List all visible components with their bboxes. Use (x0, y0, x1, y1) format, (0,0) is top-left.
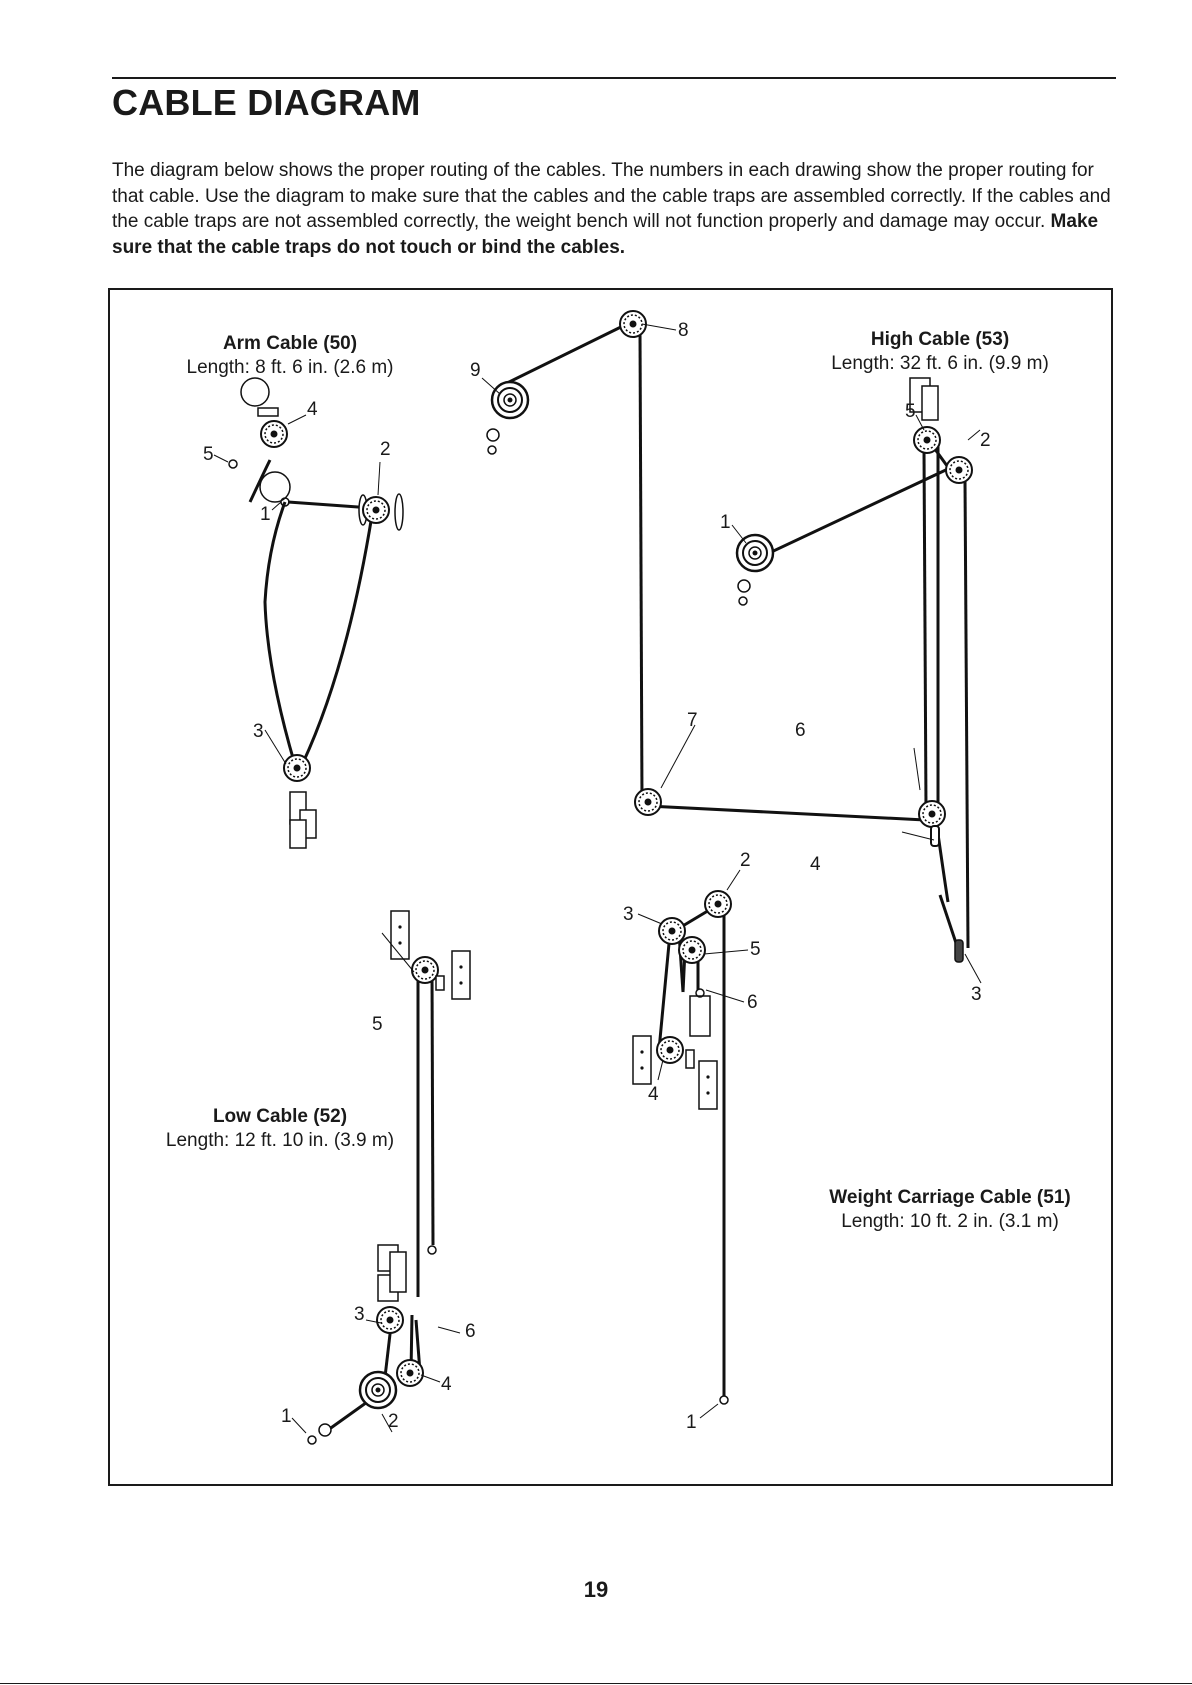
arm-label-2: 2 (380, 439, 391, 460)
high-cable-drawing: 9 8 5 2 1 7 6 4 3 (470, 310, 991, 1005)
arm-cable-title: Arm Cable (50) (222, 333, 358, 354)
carriage-label-3: 3 (623, 904, 634, 925)
carriage-label-4: 4 (648, 1084, 659, 1105)
arm-label-1: 1 (260, 504, 271, 525)
low-cable-drawing: 5 3 6 4 1 2 (281, 910, 476, 1445)
low-label-2: 2 (388, 1411, 399, 1432)
carriage-label-6: 6 (747, 992, 758, 1013)
arm-cable-drawing: 5 1 4 2 3 (203, 377, 404, 849)
low-label-5: 5 (372, 1014, 383, 1035)
high-label-1: 1 (720, 512, 731, 533)
intro-text: The diagram below shows the proper routi… (112, 160, 1111, 232)
high-label-5: 5 (905, 401, 916, 422)
high-label-4: 4 (810, 854, 821, 875)
arm-label-5: 5 (203, 444, 214, 465)
high-label-8: 8 (678, 320, 689, 341)
high-cable-caption: High Cable (53) Length: 32 ft. 6 in. (9.… (790, 328, 1090, 376)
page-number: 19 (583, 1577, 609, 1602)
low-label-1: 1 (281, 1406, 292, 1427)
low-cable-length: Length: 12 ft. 10 in. (3.9 m) (165, 1130, 395, 1151)
low-cable-title: Low Cable (52) (212, 1106, 348, 1127)
carriage-label-5: 5 (750, 939, 761, 960)
bottom-rule (0, 1683, 1192, 1684)
cable-diagram-frame: Arm Cable (50) Length: 8 ft. 6 in. (2.6 … (108, 288, 1113, 1486)
low-label-6: 6 (465, 1321, 476, 1342)
arm-cable-length: Length: 8 ft. 6 in. (2.6 m) (186, 357, 394, 378)
carriage-cable-caption: Weight Carriage Cable (51) Length: 10 ft… (800, 1186, 1100, 1234)
intro-paragraph: The diagram below shows the proper routi… (112, 158, 1118, 260)
high-cable-length: Length: 32 ft. 6 in. (9.9 m) (831, 353, 1049, 374)
high-cable-title: High Cable (53) (870, 329, 1010, 350)
low-label-4: 4 (441, 1374, 452, 1395)
carriage-label-1: 1 (686, 1412, 697, 1433)
carriage-cable-title: Weight Carriage Cable (51) (829, 1187, 1071, 1208)
carriage-cable-length: Length: 10 ft. 2 in. (3.1 m) (841, 1211, 1059, 1232)
high-label-9: 9 (470, 360, 481, 381)
top-rule (112, 77, 1116, 79)
high-label-2: 2 (980, 430, 991, 451)
intro-warning: Make sure that the cable traps do not to… (112, 211, 1099, 258)
cable-drawings: 5 1 4 2 3 (203, 310, 991, 1445)
arm-label-4: 4 (307, 399, 318, 420)
high-label-7: 7 (687, 710, 698, 731)
arm-cable-caption: Arm Cable (50) Length: 8 ft. 6 in. (2.6 … (160, 332, 420, 380)
low-label-3: 3 (354, 1304, 365, 1325)
high-label-6: 6 (795, 720, 806, 741)
arm-label-3: 3 (253, 721, 264, 742)
page-title: CABLE DIAGRAM (112, 82, 421, 123)
high-label-3: 3 (971, 984, 982, 1005)
low-cable-caption: Low Cable (52) Length: 12 ft. 10 in. (3.… (150, 1105, 410, 1153)
carriage-label-2: 2 (740, 850, 751, 871)
carriage-cable-drawing: 3 2 5 6 4 1 (623, 850, 761, 1433)
